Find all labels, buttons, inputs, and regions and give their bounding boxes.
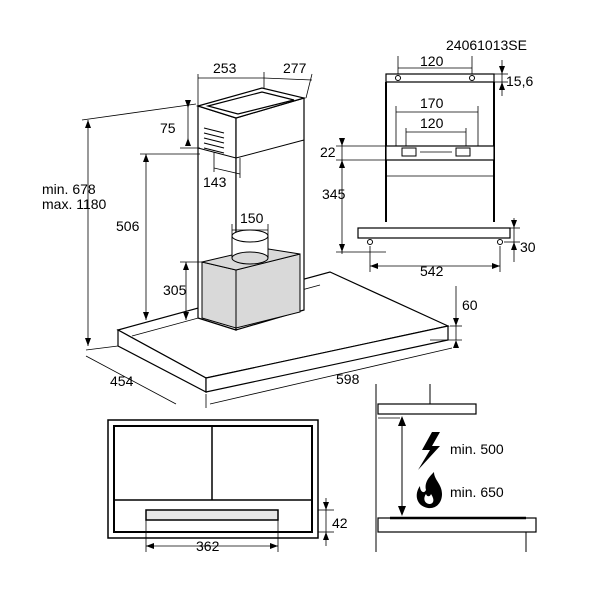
label-filter-height: 42 [332,515,348,531]
model-code: 24061013SE [446,37,527,53]
label-top-spacing: 120 [420,53,444,69]
bottom-bracket-bar [357,227,511,239]
chimney-top-inner [205,91,295,115]
label-canopy-depth: 454 [110,373,134,389]
flame-icon [416,472,442,509]
hob-profile [377,517,537,533]
label-electric-min: min. 500 [450,441,504,457]
dim-line-598 [209,347,453,405]
outlet-pipe-base [231,251,269,265]
lightning-icon [418,432,440,470]
motor-housing-front [201,261,237,329]
chimney-joint [197,139,305,159]
outlet-pipe-top [231,229,269,243]
label-bracket-height: 345 [322,186,346,202]
bracket-view: 24061013SE 120 15,6 170 120 [320,37,536,279]
label-bottom-offset: 30 [520,239,536,255]
label-bottom-spacing: 542 [420,263,444,279]
label-chimney-height: 506 [116,218,140,234]
label-canopy-thickness: 60 [462,297,478,313]
label-height-max: max. 1180 [42,196,107,212]
hood-profile [377,403,477,415]
dim-line-454 [85,355,177,405]
dim-line-143 [213,167,241,175]
label-vent-depth: 143 [203,174,227,190]
label-outlet-diameter: 150 [240,210,264,226]
vent-slots [203,127,225,154]
label-vent-offset: 75 [160,120,176,136]
label-inner-width: 170 [420,95,444,111]
label-chimney-width: 253 [213,60,237,76]
label-top-offset: 15,6 [506,73,533,89]
label-height-min: min. 678 [42,181,96,197]
label-filter-width: 362 [196,538,220,554]
bottom-view: 42 362 [107,419,348,554]
label-gas-min: min. 650 [450,484,504,500]
dim-line-277 [263,77,313,81]
top-bracket-plate [385,73,495,83]
label-chimney-depth: 277 [283,60,307,76]
label-inner-spacing: 120 [420,115,444,131]
label-canopy-width: 598 [336,371,360,387]
filter-panel [145,509,279,521]
label-motor-height: 305 [163,282,187,298]
label-bracket-offset: 22 [320,144,336,160]
clearance-view: min. 500 min. 650 [375,384,537,552]
main-isometric-view: 253 277 75 143 506 min. 678 max. 1180 15… [42,60,478,408]
